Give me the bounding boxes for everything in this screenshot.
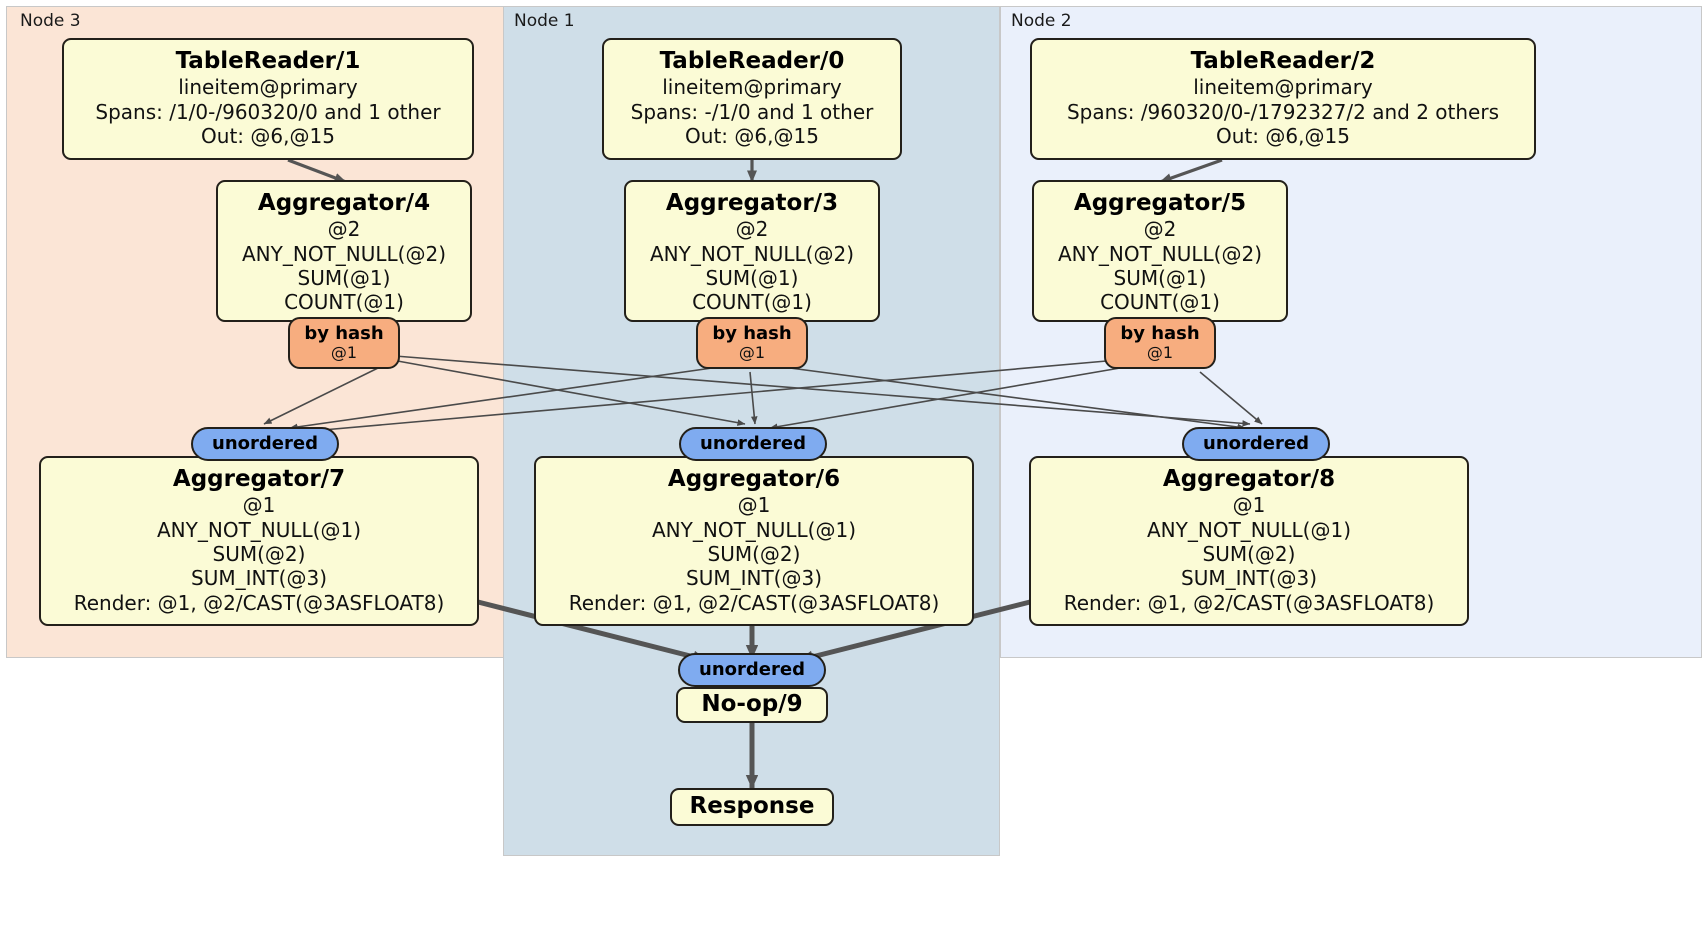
aggregator-8-group: @1 <box>1232 493 1266 518</box>
aggregator-7-group: @1 <box>242 493 276 518</box>
aggregator-3-func-1: ANY_NOT_NULL(@2) <box>650 241 854 266</box>
unordered-sync-node2-label: unordered <box>1203 433 1309 455</box>
aggregator-3-title: Aggregator/3 <box>665 190 839 216</box>
aggregator-3-func-2: SUM(@1) <box>705 265 799 290</box>
table-reader-2-box[interactable]: TableReader/2 lineitem@primary Spans: /9… <box>1030 38 1536 160</box>
aggregator-8-func-1: ANY_NOT_NULL(@1) <box>1147 517 1351 542</box>
aggregator-5-func-3: COUNT(@1) <box>1100 290 1220 315</box>
table-reader-2-title: TableReader/2 <box>1190 48 1376 74</box>
aggregator-7-func-2: SUM(@2) <box>212 541 306 566</box>
aggregator-4-box[interactable]: Aggregator/4 @2 ANY_NOT_NULL(@2) SUM(@1)… <box>216 180 472 322</box>
table-reader-0-title: TableReader/0 <box>659 48 845 74</box>
table-reader-2-table: lineitem@primary <box>1193 75 1373 100</box>
table-reader-0-spans: Spans: -/1/0 and 1 other <box>630 99 874 124</box>
aggregator-3-box[interactable]: Aggregator/3 @2 ANY_NOT_NULL(@2) SUM(@1)… <box>624 180 880 322</box>
aggregator-7-title: Aggregator/7 <box>172 466 346 492</box>
aggregator-5-box[interactable]: Aggregator/5 @2 ANY_NOT_NULL(@2) SUM(@1)… <box>1032 180 1288 322</box>
hash-router-node3-label: by hash <box>304 323 384 345</box>
aggregator-6-title: Aggregator/6 <box>667 466 841 492</box>
aggregator-7-box[interactable]: Aggregator/7 @1 ANY_NOT_NULL(@1) SUM(@2)… <box>39 456 479 626</box>
node-panel-label-node1: Node 1 <box>514 11 575 31</box>
response-title: Response <box>689 793 815 820</box>
response-box[interactable]: Response <box>670 788 834 826</box>
aggregator-8-func-3: SUM_INT(@3) <box>1181 566 1317 591</box>
unordered-sync-node3[interactable]: unordered <box>191 427 339 461</box>
aggregator-3-group: @2 <box>735 217 769 242</box>
aggregator-6-box[interactable]: Aggregator/6 @1 ANY_NOT_NULL(@1) SUM(@2)… <box>534 456 974 626</box>
aggregator-4-group: @2 <box>327 217 361 242</box>
table-reader-0-box[interactable]: TableReader/0 lineitem@primary Spans: -/… <box>602 38 902 160</box>
table-reader-2-spans: Spans: /960320/0-/1792327/2 and 2 others <box>1066 99 1499 124</box>
aggregator-6-func-1: ANY_NOT_NULL(@1) <box>652 517 856 542</box>
node-panel-label-node2: Node 2 <box>1011 11 1072 31</box>
unordered-sync-final-label: unordered <box>699 659 805 681</box>
hash-router-node3-column: @1 <box>330 343 358 363</box>
unordered-sync-node2[interactable]: unordered <box>1182 427 1330 461</box>
table-reader-0-table: lineitem@primary <box>662 75 842 100</box>
aggregator-4-title: Aggregator/4 <box>257 190 431 216</box>
hash-router-node2-label: by hash <box>1120 323 1200 345</box>
table-reader-2-out: Out: @6,@15 <box>1216 123 1350 148</box>
aggregator-6-func-3: SUM_INT(@3) <box>686 566 822 591</box>
aggregator-5-group: @2 <box>1143 217 1177 242</box>
table-reader-0-out: Out: @6,@15 <box>685 123 819 148</box>
aggregator-6-group: @1 <box>737 493 771 518</box>
table-reader-1-table: lineitem@primary <box>178 75 358 100</box>
hash-router-node2[interactable]: by hash @1 <box>1104 317 1216 369</box>
aggregator-8-box[interactable]: Aggregator/8 @1 ANY_NOT_NULL(@1) SUM(@2)… <box>1029 456 1469 626</box>
node-panel-label-node3: Node 3 <box>20 11 81 31</box>
table-reader-1-out: Out: @6,@15 <box>201 123 335 148</box>
aggregator-8-title: Aggregator/8 <box>1162 466 1336 492</box>
hash-router-node1-label: by hash <box>712 323 792 345</box>
aggregator-8-render: Render: @1, @2/CAST(@3ASFLOAT8) <box>1063 590 1435 615</box>
aggregator-7-func-3: SUM_INT(@3) <box>191 566 327 591</box>
aggregator-5-title: Aggregator/5 <box>1073 190 1247 216</box>
table-reader-1-box[interactable]: TableReader/1 lineitem@primary Spans: /1… <box>62 38 474 160</box>
aggregator-6-render: Render: @1, @2/CAST(@3ASFLOAT8) <box>568 590 940 615</box>
hash-router-node1[interactable]: by hash @1 <box>696 317 808 369</box>
unordered-sync-node3-label: unordered <box>212 433 318 455</box>
unordered-sync-node1-label: unordered <box>700 433 806 455</box>
aggregator-4-func-2: SUM(@1) <box>297 265 391 290</box>
aggregator-5-func-1: ANY_NOT_NULL(@2) <box>1058 241 1262 266</box>
no-op-9-title: No-op/9 <box>701 691 803 718</box>
unordered-sync-final[interactable]: unordered <box>678 653 826 687</box>
hash-router-node2-column: @1 <box>1146 343 1174 363</box>
aggregator-4-func-1: ANY_NOT_NULL(@2) <box>242 241 446 266</box>
hash-router-node3[interactable]: by hash @1 <box>288 317 400 369</box>
no-op-9-box[interactable]: No-op/9 <box>676 687 828 723</box>
aggregator-7-func-1: ANY_NOT_NULL(@1) <box>157 517 361 542</box>
table-reader-1-title: TableReader/1 <box>175 48 361 74</box>
aggregator-7-render: Render: @1, @2/CAST(@3ASFLOAT8) <box>73 590 445 615</box>
table-reader-1-spans: Spans: /1/0-/960320/0 and 1 other <box>95 99 441 124</box>
aggregator-8-func-2: SUM(@2) <box>1202 541 1296 566</box>
aggregator-5-func-2: SUM(@1) <box>1113 265 1207 290</box>
unordered-sync-node1[interactable]: unordered <box>679 427 827 461</box>
aggregator-6-func-2: SUM(@2) <box>707 541 801 566</box>
hash-router-node1-column: @1 <box>738 343 766 363</box>
aggregator-3-func-3: COUNT(@1) <box>692 290 812 315</box>
aggregator-4-func-3: COUNT(@1) <box>284 290 404 315</box>
